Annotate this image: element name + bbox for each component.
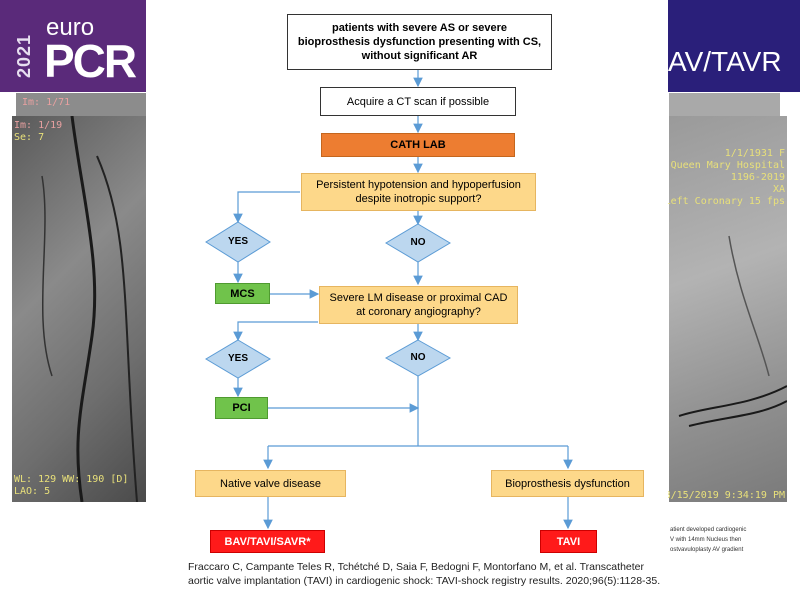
case-caption: atient developed cardiogenic V with 14mm… [670,525,800,555]
angio-right-overlay-1: 1/1/1931 F [724,148,785,159]
valve-wire-graphic [678,235,788,427]
caption-line-1: atient developed cardiogenic [670,527,747,533]
angio-left-overlay-2: Se: 7 [14,132,45,143]
caption-line-2: V with 14mm Nucleus then [670,537,742,543]
angio-right-timestamp: 8/15/2019 9:34:19 PM [664,490,785,501]
caption-line-3: ostvavuloplasty AV gradient [670,547,744,553]
decision-diamond-no-2 [384,339,452,377]
catheter-wire-graphic [41,115,138,503]
conference-logo-panel: 2021 euro PCR [0,0,146,92]
no-label-2: NO [410,352,426,363]
angiogram-left-back-frame: Im: 1/71 [16,93,146,117]
angiogram-right-image: 1/1/1931 F Queen Mary Hospital 1196-2019… [665,116,788,502]
angio-left-overlay-1: Im: 1/19 [14,120,63,131]
yes-label-1: YES [227,236,248,247]
angio-left-back-overlay: Im: 1/71 [22,97,71,108]
angio-right-overlay-4: XA [772,184,785,195]
question-hypotension-box: Persistent hypotension and hypoperfusion… [301,173,536,211]
slide-title-fragment: AV/TAVR [668,46,782,77]
mcs-box: MCS [215,283,270,304]
question-coronary-box: Severe LM disease or proximal CAD at cor… [319,286,518,324]
angiogram-left-image: Im: 1/19 Se: 7 WL: 129 WW: 190 [D] LAO: … [12,115,146,503]
management-flowchart: patients with severe AS or severe biopro… [146,0,668,600]
bav-tavi-savr-box: BAV/TAVI/SAVR* [210,530,325,553]
ct-scan-box: Acquire a CT scan if possible [320,87,516,116]
decision-diamond-no-1 [385,223,451,263]
yes-label-2: YES [227,353,248,364]
angiogram-right-back-frame [669,93,780,117]
pci-box: PCI [215,397,268,419]
bioprosthesis-dysfunction-box: Bioprosthesis dysfunction [491,470,644,497]
angio-right-overlay-5: Left Coronary 15 fps [664,196,785,207]
start-patient-criteria-box: patients with severe AS or severe biopro… [287,14,552,70]
angio-left-window-level: WL: 129 WW: 190 [D] [14,474,129,485]
reference-citation: Fraccaro C, Campante Teles R, Tchétché D… [188,561,661,587]
no-label-1: NO [410,237,426,248]
angio-left-projection: LAO: 5 [14,486,51,497]
cath-lab-box: CATH LAB [321,133,515,157]
native-valve-disease-box: Native valve disease [195,470,346,497]
logo-euro-text: euro [46,14,95,41]
decision-diamond-yes-2 [205,339,271,379]
logo-year: 2021 [14,33,34,78]
title-banner [668,0,800,92]
logo-pcr-text: PCR [44,35,137,87]
angio-right-overlay-2: Queen Mary Hospital [670,160,785,171]
decision-diamond-yes-1 [205,221,271,263]
flowchart-connectors [205,70,573,530]
tavi-box: TAVI [540,530,597,553]
angio-right-overlay-3: 1196-2019 [730,172,785,183]
